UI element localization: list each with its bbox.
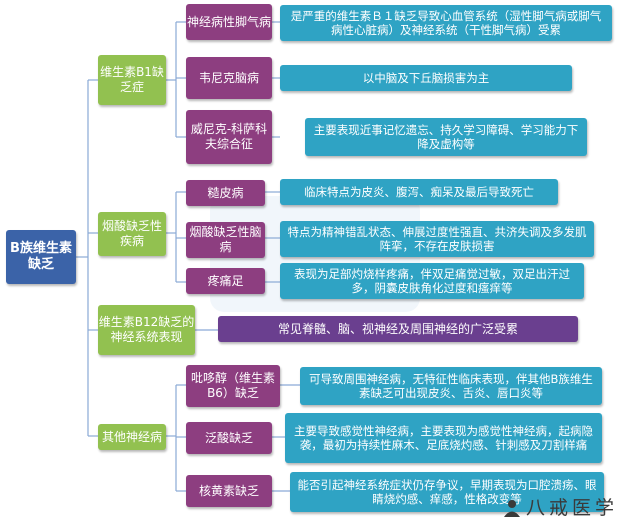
desc-text: 主要表现近事记忆遗忘、持久学习障碍、学习能力下降及虚构等	[313, 122, 579, 151]
desc-burning-feet: 表现为足部灼烧样疼痛，伴双足痛觉过敏，双足出汗过多，阴囊皮肤角化过度和瘙痒等	[280, 263, 584, 299]
desc-text: 常见脊髓、脑、视神经及周围神经的广泛受累	[277, 321, 518, 336]
item-wernicke-korsakoff: 威尼克-科萨科夫综合征	[186, 110, 272, 164]
desc-text: 主要导致感觉性神经病，主要表现为感觉性神经病，起病隐袭，最初为持续性麻木、足底烧…	[294, 423, 593, 452]
item-label: 韦尼克脑病	[198, 70, 259, 85]
item-label: 糙皮病	[207, 185, 244, 200]
desc-vitamin-b12: 常见脊髓、脑、视神经及周围神经的广泛受累	[218, 316, 578, 342]
item-label: 泛酸缺乏	[204, 430, 253, 445]
desc-text: 是严重的维生素Ｂ１缺乏导致心血管系统（湿性脚气病或脚气病性心脏病）及神经系统（干…	[290, 8, 602, 37]
desc-text: 特点为精神错乱状态、伸展过度性强直、共济失调及多发肌阵挛，不存在皮肤损害	[287, 224, 587, 253]
desc-wernicke: 以中脑及下丘脑损害为主	[280, 65, 572, 91]
item-burning-feet: 疼痛足	[186, 268, 265, 294]
item-label: 疼痛足	[207, 273, 244, 288]
item-wernicke: 韦尼克脑病	[186, 57, 272, 99]
desc-pyridoxine: 可导致周围神经病，无特征性临床表现，伴其他B族维生素缺乏可出现皮炎、舌炎、唇口炎…	[300, 367, 602, 405]
category-label: 其他神经病	[101, 429, 162, 444]
doctor-logo-icon	[503, 500, 520, 517]
category-niacin: 烟酸缺乏性疾病	[98, 212, 166, 256]
category-label: 烟酸缺乏性疾病	[101, 219, 162, 248]
item-label: 核黄素缺乏	[198, 483, 259, 498]
root-node: B族维生素缺乏	[6, 230, 76, 284]
desc-text: 可导致周围神经病，无特征性临床表现，伴其他B族维生素缺乏可出现皮炎、舌炎、唇口炎…	[309, 371, 593, 400]
brand-text: 八戒医学	[525, 497, 618, 519]
item-riboflavin: 核黄素缺乏	[186, 475, 272, 507]
item-label: 神经病性脚气病	[186, 14, 271, 29]
item-label: 威尼克-科萨科夫综合征	[190, 122, 268, 151]
item-pantothenic-acid: 泛酸缺乏	[186, 422, 272, 454]
desc-pantothenic-acid: 主要导致感觉性神经病，主要表现为感觉性神经病，起病隐袭，最初为持续性麻木、足底烧…	[285, 413, 602, 463]
desc-text: 以中脑及下丘脑损害为主	[362, 70, 490, 85]
category-label: 维生素B12缺乏的神经系统表现	[98, 315, 195, 344]
category-other-neuropathy: 其他神经病	[98, 424, 166, 450]
item-pyridoxine: 吡哆醇（维生素B6）缺乏	[186, 365, 280, 407]
root-label: B族维生素缺乏	[10, 240, 72, 272]
category-label: 维生素B1缺乏症	[100, 65, 164, 94]
item-label: 吡哆醇（维生素B6）缺乏	[190, 371, 275, 400]
desc-text: 表现为足部灼烧样疼痛，伴双足痛觉过敏，双足出汗过多，阴囊皮肤角化过度和瘙痒等	[294, 266, 570, 295]
item-beriberi: 神经病性脚气病	[186, 4, 272, 40]
item-niacin-encephalopathy: 烟酸缺乏性脑病	[186, 222, 265, 258]
category-vitamin-b12: 维生素B12缺乏的神经系统表现	[98, 305, 195, 355]
brand-watermark: 八戒医学	[502, 493, 618, 520]
desc-wernicke-korsakoff: 主要表现近事记忆遗忘、持久学习障碍、学习能力下降及虚构等	[305, 118, 587, 156]
desc-beriberi: 是严重的维生素Ｂ１缺乏导致心血管系统（湿性脚气病或脚气病性心脏病）及神经系统（干…	[280, 5, 612, 41]
item-label: 烟酸缺乏性脑病	[189, 225, 262, 254]
item-pellagra: 糙皮病	[186, 180, 265, 206]
desc-riboflavin: 能否引起神经系统症状仍存争议，早期表现为口腔溃疡、眼睛烧灼感、痒感，性格改变等	[290, 472, 604, 512]
category-vitamin-b1: 维生素B1缺乏症	[98, 55, 166, 105]
desc-text: 能否引起神经系统症状仍存争议，早期表现为口腔溃疡、眼睛烧灼感、痒感，性格改变等	[297, 477, 597, 506]
desc-text: 临床特点为皮炎、腹泻、痴呆及最后导致死亡	[304, 184, 534, 199]
desc-pellagra: 临床特点为皮炎、腹泻、痴呆及最后导致死亡	[280, 179, 558, 205]
desc-niacin-encephalopathy: 特点为精神错乱状态、伸展过度性强直、共济失调及多发肌阵挛，不存在皮肤损害	[280, 221, 594, 257]
